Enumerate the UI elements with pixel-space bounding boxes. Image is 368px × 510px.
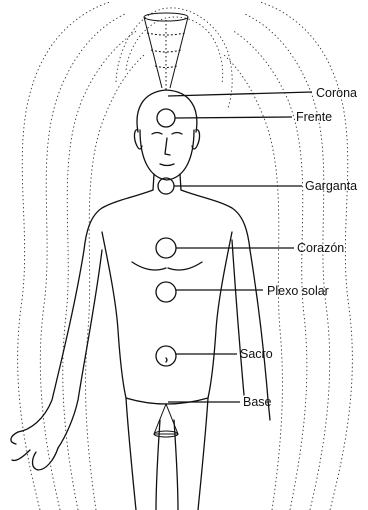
chakra-plexo-circle	[156, 282, 176, 302]
leader-corona	[168, 92, 312, 96]
label-corazon: Corazón	[297, 242, 344, 255]
label-frente: Frente	[296, 111, 332, 124]
label-plexo-solar: Plexo solar	[267, 285, 329, 298]
body-outline	[11, 90, 270, 510]
chakra-markers	[156, 92, 312, 402]
label-base: Base	[243, 396, 272, 409]
chakra-sacro-circle	[156, 346, 176, 366]
crown-vortex	[144, 13, 188, 90]
chakra-frente-circle	[157, 109, 175, 127]
chakra-corazon-circle	[156, 238, 176, 258]
leader-frente	[175, 117, 292, 118]
label-corona: Corona	[316, 87, 357, 100]
label-sacro: Sacro	[240, 348, 273, 361]
aura-field	[18, 2, 353, 510]
label-garganta: Garganta	[305, 180, 357, 193]
